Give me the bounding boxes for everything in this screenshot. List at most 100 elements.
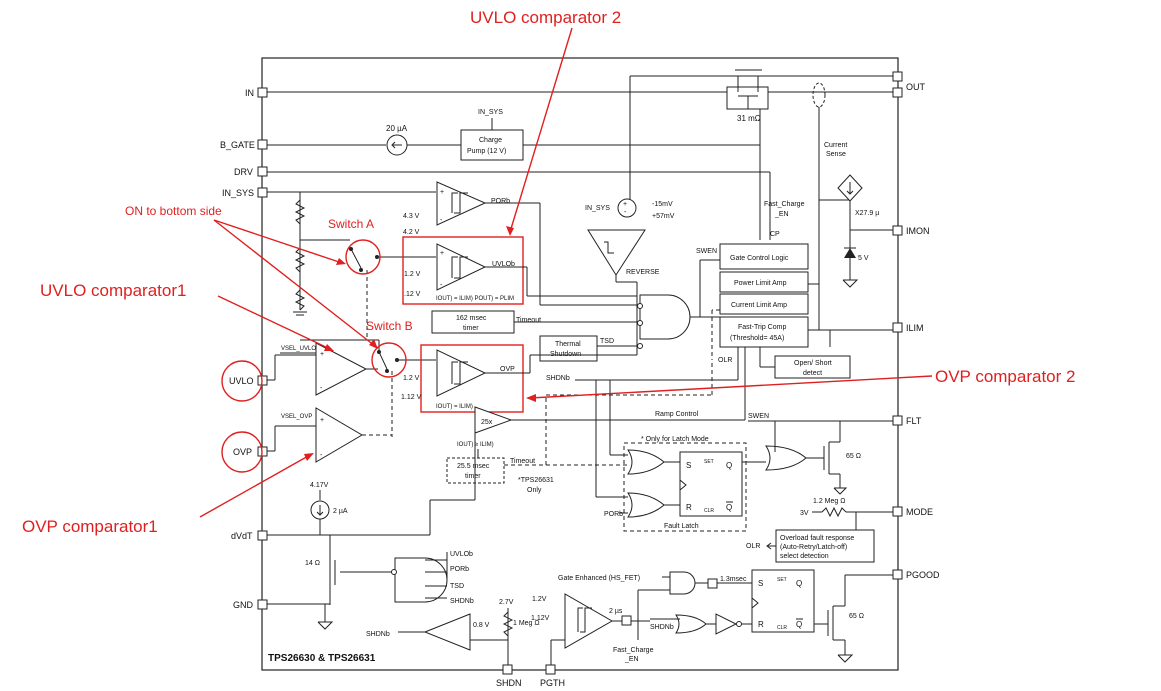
pin-shdn: SHDN [496, 678, 522, 688]
imon-section: X27.9 µ 5 V [819, 174, 893, 288]
svg-text:-: - [440, 217, 443, 224]
tps26631-only-1: *TPS26631 [518, 477, 554, 484]
nand-in-porb: PORb [450, 566, 469, 573]
uvlo-comparator-1: + - VSEL_UVLO [267, 342, 378, 396]
res-12meg: 1.2 Meg Ω [813, 498, 845, 505]
current-limit-amp: Current Limit Amp [731, 302, 787, 309]
nand-in-tsd: TSD [450, 583, 464, 590]
svg-text:timer: timer [465, 473, 481, 480]
pg-12: 1.2V [532, 596, 547, 603]
bottom-pins: SHDN PGTH [496, 664, 565, 688]
in-sys-top: IN_SYS [478, 109, 503, 116]
dvdt-section: 4.17V 2 µA [267, 433, 476, 536]
res-65: 65 Ω [846, 453, 861, 460]
current-20ua: 20 µA [386, 124, 408, 133]
anno-on-bottom: ON to bottom side [125, 204, 222, 218]
svg-text:CLR: CLR [777, 625, 787, 631]
svg-text:162 msec: 162 msec [456, 315, 487, 322]
overload-2: (Auto-Retry/Latch-off) [780, 544, 847, 551]
open-short-1: Open/ Short [794, 360, 832, 367]
svg-text:-: - [320, 452, 323, 459]
res-65b: 65 Ω [849, 613, 864, 620]
mode-section: 1.2 Meg Ω 3V Overload fault response (Au… [746, 498, 893, 563]
svg-text:+: + [440, 189, 444, 196]
overload-3: select detection [780, 553, 829, 560]
svg-text:-: - [624, 209, 627, 216]
discharge-section: 14 Ω UVLOb PORb TSD SHDNb [267, 535, 474, 630]
ovp-comparator-1: + - VSEL_OVP [267, 407, 392, 463]
anno-uvlo-comparator-1: UVLO comparator1 [40, 281, 186, 300]
fault-latch-label: Fault Latch [664, 523, 699, 530]
pin-pgood: PGOOD [906, 570, 940, 580]
pgood-section: 1.2V 1.12V 2 µs Gate Enhanced (HS_FET) 1… [531, 569, 893, 665]
timeout-label: Timeout [516, 317, 541, 324]
chip-outline [261, 57, 899, 671]
svg-text:Charge: Charge [479, 137, 502, 144]
v08: 0.8 V [473, 622, 490, 629]
rev-thresh-1: -15mV [652, 201, 673, 208]
ovp-out-label: OVP [500, 366, 515, 373]
vsel-ovp: VSEL_OVP [281, 414, 312, 420]
th-112: .12 V [404, 291, 421, 298]
power-path: 31 mΩ Current Sense [267, 69, 893, 330]
svg-text:-: - [440, 282, 443, 289]
amp-25x-label: 25x [481, 419, 493, 426]
th-12: 1.2 V [404, 271, 421, 278]
vsel-uvlo: VSEL_UVLO [281, 346, 316, 352]
anno-ovp-comparator-1: OVP comparator1 [22, 517, 158, 536]
current-sense-label-1: Current [824, 142, 847, 149]
ilim-equation: IOUT) = ILIM) POUT) = PLIM [436, 296, 514, 302]
swen-label: SWEN [696, 248, 717, 255]
svg-text:S: S [758, 579, 763, 588]
svg-text:Thermal: Thermal [555, 341, 581, 348]
overload-1: Overload fault response [780, 535, 854, 542]
uvlo-comparator-2: + - 1.2 V .12 V UVLOb IOUT) = ILIM) POUT… [402, 236, 637, 305]
svg-text:Q: Q [726, 461, 732, 470]
control-blocks: SWEN Fast_Charge _EN Gate Control Logic … [696, 201, 893, 379]
shdnb-label: SHDNb [546, 375, 570, 382]
svg-text:timer: timer [463, 325, 479, 332]
svg-text:+: + [320, 417, 324, 424]
svg-text:+: + [320, 351, 324, 358]
imon-gain: X27.9 µ [855, 210, 879, 217]
nand-in-uvlob: UVLOb [450, 551, 473, 558]
pin-ovp: OVP [233, 447, 252, 457]
por-comparator: + - 4.3 V 4.2 V PORb [403, 181, 637, 306]
rev-in-sys: IN_SYS [585, 205, 610, 212]
svg-text:R: R [686, 503, 692, 512]
th-12b: 1.2 V [403, 375, 420, 382]
open-short-2: detect [803, 370, 822, 377]
divider [267, 191, 436, 316]
ovp-comparator-2: 1.2 V 1.12 V OVP IOUT) = ILIM) [401, 344, 637, 413]
swen-2: SWEN [748, 413, 769, 420]
tps26631-only-2: Only [527, 487, 542, 494]
fast-charge-en2-1: Fast_Charge [613, 647, 654, 654]
fast-charge-en2-2: _EN [624, 656, 639, 663]
svg-text:S: S [686, 461, 691, 470]
svg-text:SET: SET [777, 577, 787, 583]
reverse-label: REVERSE [626, 269, 660, 276]
svg-text:+: + [623, 201, 627, 208]
shdn-section: SHDNb 0.8 V 2.7V 1 Meg Ω [366, 599, 540, 665]
res-14: 14 Ω [305, 560, 320, 567]
pin-mode: MODE [906, 507, 933, 517]
switch-b [300, 339, 436, 437]
pin-drv: DRV [234, 167, 253, 177]
fast-trip-1: Fast-Trip Comp [738, 324, 786, 331]
zener-5v: 5 V [858, 255, 869, 262]
tsd-label: TSD [600, 338, 614, 345]
olr-2: OLR [746, 543, 760, 550]
left-pins: IN B_GATE DRV IN_SYS UVLO OVP dVdT GND [220, 87, 268, 610]
delay-2us: 2 µs [609, 608, 623, 615]
nand-in-shdnb: SHDNb [450, 598, 474, 605]
shdnb-pg: SHDNb [650, 624, 674, 631]
reverse-comparator: IN_SYS + - -15mV +57mV REVERSE [585, 198, 675, 355]
timer-162: 162 msec timer Timeout [431, 310, 637, 334]
svg-text:SET: SET [704, 459, 714, 465]
fast-trip-2: (Threshold= 45A) [730, 335, 784, 342]
svg-text:+: + [440, 250, 444, 257]
rev-thresh-2: +57mV [652, 213, 675, 220]
switch-a [349, 247, 436, 340]
v27: 2.7V [499, 599, 514, 606]
